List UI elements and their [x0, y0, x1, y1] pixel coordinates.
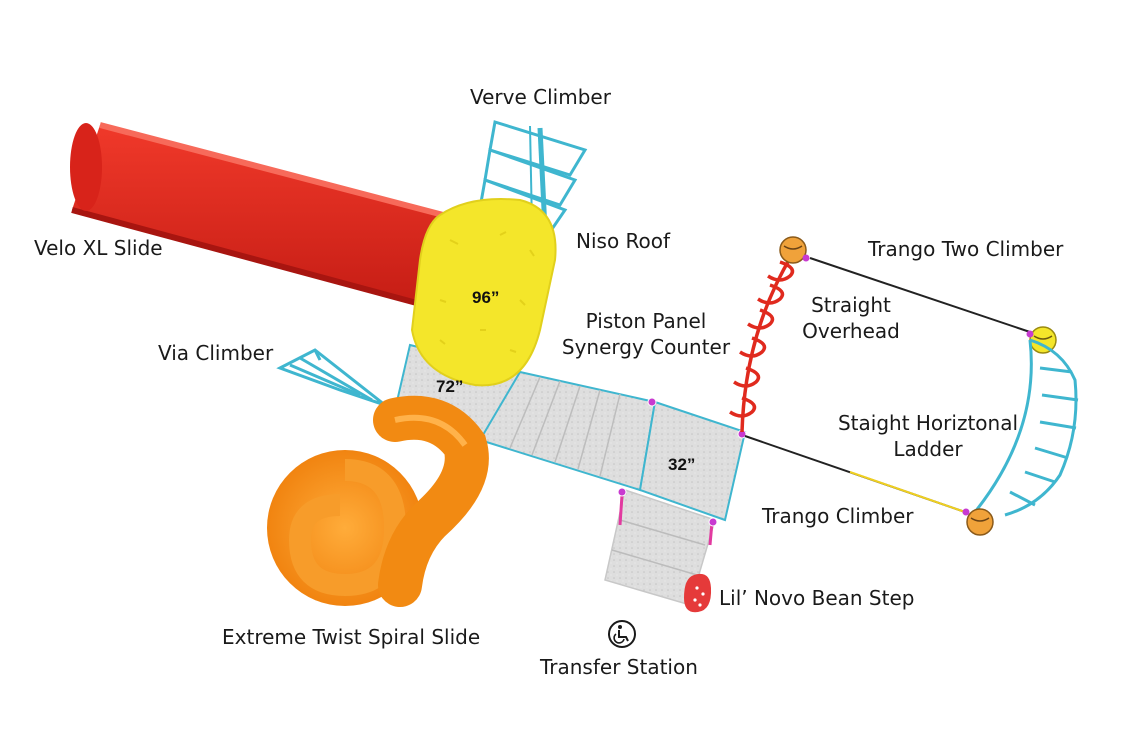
wheelchair-transfer-icon [608, 620, 636, 648]
label-straight-overhead: Straight Overhead [796, 292, 906, 344]
label-verve-climber: Verve Climber [470, 85, 611, 109]
label-staight-ladder-line2: Ladder [893, 437, 963, 461]
niso-roof [410, 198, 557, 387]
lil-novo-bean-step [684, 573, 712, 613]
deck-height-32: 32” [668, 455, 695, 474]
label-piston-panel-line1: Piston Panel [585, 309, 707, 333]
deck-height-72: 72” [436, 377, 463, 396]
label-straight-overhead-line2: Overhead [802, 319, 900, 343]
straight-overhead [729, 249, 797, 433]
label-trango-climber: Trango Climber [762, 504, 914, 528]
label-velo-xl-slide: Velo XL Slide [34, 236, 163, 260]
label-extreme-twist-spiral-slide: Extreme Twist Spiral Slide [222, 625, 481, 649]
deck-height-96: 96” [472, 288, 499, 307]
label-via-climber: Via Climber [158, 341, 274, 365]
label-transfer-station: Transfer Station [540, 655, 698, 679]
staight-horizontal-ladder [973, 338, 1079, 517]
label-staight-horizontal-ladder: Staight Horiztonal Ladder [830, 410, 1026, 462]
label-niso-roof: Niso Roof [576, 229, 671, 253]
via-climber [276, 348, 386, 407]
label-lil-novo-bean-step: Lil’ Novo Bean Step [719, 586, 915, 610]
label-piston-panel: Piston Panel Synergy Counter [560, 308, 732, 360]
label-staight-ladder-line1: Staight Horiztonal [837, 411, 1019, 435]
trango-climber [744, 435, 994, 536]
label-trango-two-climber: Trango Two Climber [868, 237, 1064, 261]
velo-xl-slide [70, 122, 471, 315]
label-straight-overhead-line1: Straight [811, 293, 891, 317]
label-piston-panel-line2: Synergy Counter [561, 335, 731, 359]
extreme-twist-spiral-slide [267, 395, 489, 607]
trango-two-climber [779, 236, 1057, 354]
